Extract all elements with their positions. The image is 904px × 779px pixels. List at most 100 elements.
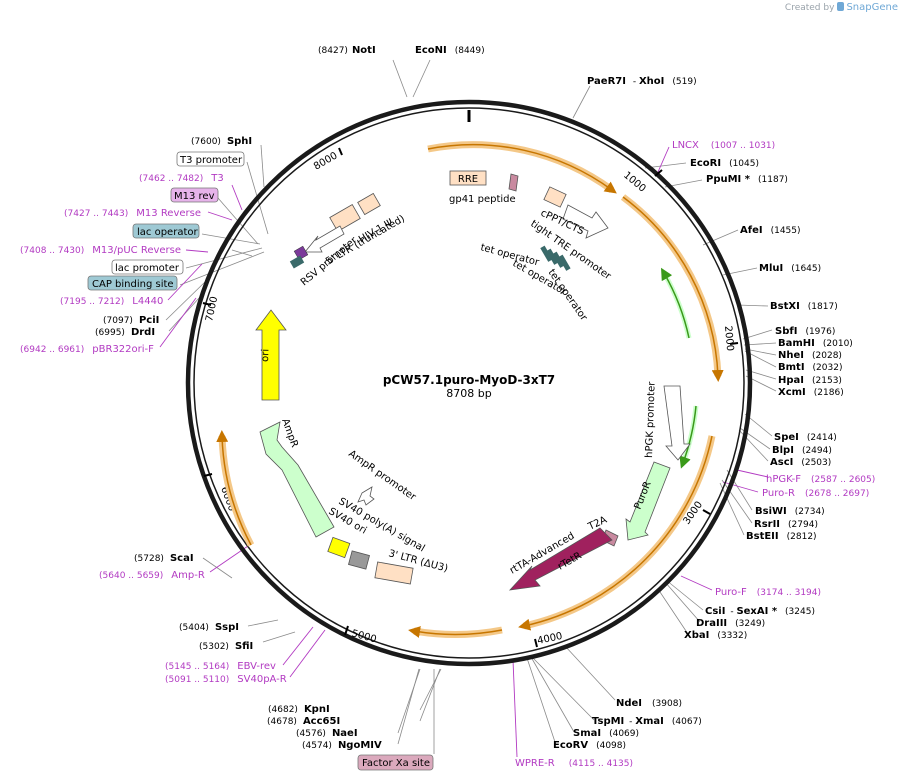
ampr-promoter-arrow xyxy=(357,486,375,506)
tick-1000: 1000 xyxy=(621,170,648,195)
enzyme-nhei: NheI(2028) xyxy=(778,350,842,361)
enzyme-sbfi: SbfI(1976) xyxy=(775,326,835,337)
enzyme-afei: AfeI(1455) xyxy=(740,225,801,236)
gp41-arrow xyxy=(508,173,519,192)
label-lac-operator: lac operator xyxy=(137,227,198,238)
primer-t3: (7462 .. 7482)T3 xyxy=(139,173,224,184)
enzyme-naei: (4576)NaeI xyxy=(296,728,358,739)
backbone-inner-ring xyxy=(193,107,745,659)
tick-7000: 7000 xyxy=(204,295,220,322)
backbone-ring xyxy=(185,99,753,667)
primer-puror: Puro-R(2678 .. 2697) xyxy=(762,488,869,499)
tre-arrow xyxy=(562,204,609,239)
enzyme-blpi: BlpI(2494) xyxy=(772,445,832,456)
enzyme-ecori: EcoRI(1045) xyxy=(690,158,759,169)
enzyme-ecorv: EcoRV(4098) xyxy=(553,740,626,751)
enzyme-labels: (8427)NotI EcoNI(8449) PaeR7I - XhoI(519… xyxy=(95,45,853,751)
puror-arrow xyxy=(625,461,671,541)
hpgk-arrow xyxy=(663,385,691,461)
primer-lncx: LNCX(1007 .. 1031) xyxy=(672,140,775,151)
enzyme-rsrii: RsrII(2794) xyxy=(754,519,818,530)
primer-sv40par: (5091 .. 5110)SV40pA-R xyxy=(165,674,287,685)
enzyme-draiii: DraIII(3249) xyxy=(696,618,765,629)
ltr3-box xyxy=(374,561,414,585)
feature-amprprom: AmpR promoter xyxy=(346,448,418,503)
hiv-psi-box xyxy=(357,192,381,216)
primer-ampr: (5640 .. 5659)Amp-R xyxy=(99,570,205,581)
enzyme-hpai: HpaI(2153) xyxy=(778,375,842,386)
green-arcs xyxy=(661,267,699,469)
cppt-box xyxy=(543,186,567,208)
feature-ampr: AmpR xyxy=(279,417,300,449)
enzyme-tspmi: TspMI - XmaI(4067) xyxy=(592,716,702,727)
tet-operators xyxy=(540,245,571,271)
primer-hpgkf: hPGK-F(2587 .. 2605) xyxy=(766,474,875,485)
sv40-polya-box xyxy=(348,550,370,570)
leader-lines xyxy=(165,59,777,754)
enzyme-acc65i: (4678)Acc65I xyxy=(267,716,340,727)
label-cap-site: CAP binding site xyxy=(92,279,174,290)
primer-purof: Puro-F(3174 .. 3194) xyxy=(715,587,821,598)
ticks xyxy=(202,147,739,648)
tick-labels: 1000 2000 3000 4000 5000 6000 7000 8000 xyxy=(204,150,735,647)
enzyme-spei: SpeI(2414) xyxy=(774,432,837,443)
enzyme-xcmi: XcmI(2186) xyxy=(778,387,844,398)
enzyme-ppumi: PpuMI *(1187) xyxy=(706,174,788,185)
ltr5-box xyxy=(329,204,361,232)
label-m13-rev: M13 rev xyxy=(174,191,215,202)
primer-wprer: WPRE-R(4115 .. 4135) xyxy=(515,758,633,769)
credit-prefix: Created by xyxy=(784,3,835,13)
plasmid-name: pCW57.1puro-MyoD-3xT7 xyxy=(383,373,555,387)
enzyme-csii: CsiI - SexAI *(3245) xyxy=(705,606,815,617)
rsv-small-box xyxy=(293,245,309,261)
enzyme-paer7i: PaeR7I - XhoI(519) xyxy=(587,76,697,87)
primer-leaders xyxy=(159,146,769,758)
enzyme-sspi: (5404)SspI xyxy=(179,622,239,633)
snapgene-credit: Created by SnapGene xyxy=(785,2,898,13)
orf-arcs xyxy=(216,141,724,638)
primer-m13puc: (7408 .. 7430)M13/pUC Reverse xyxy=(20,245,181,256)
enzyme-bsteii: BstEII(2812) xyxy=(746,531,817,542)
enzyme-smai: SmaI(4069) xyxy=(573,728,639,739)
enzyme-scai: (5728)ScaI xyxy=(134,553,194,564)
enzyme-bstxi: BstXI(1817) xyxy=(770,301,838,312)
ampr-arrow xyxy=(259,421,335,538)
ori-arrow xyxy=(255,309,287,401)
feature-tet3: tet operator xyxy=(546,267,590,323)
credit-brand: SnapGene xyxy=(846,2,898,13)
primer-labels: LNCX(1007 .. 1031) hPGK-F(2587 .. 2605) … xyxy=(20,140,875,769)
snapgene-logo-icon xyxy=(837,2,845,11)
enzyme-mlui: MluI(1645) xyxy=(759,263,821,274)
enzyme-sphi: (7600)SphI xyxy=(191,136,252,147)
primer-l4440: (7195 .. 7212)L4440 xyxy=(60,296,163,307)
enzyme-ndei: NdeI(3908) xyxy=(616,698,682,709)
rsv-small-box-2 xyxy=(289,255,305,269)
enzyme-bmti: BmtI(2032) xyxy=(778,362,842,373)
primer-ebvrev: (5145 .. 5164)EBV-rev xyxy=(165,661,276,672)
rsv-arrow xyxy=(304,225,345,253)
enzyme-xbai: XbaI(3332) xyxy=(684,630,747,641)
primer-pbr322: (6942 .. 6961)pBR322ori-F xyxy=(20,344,154,355)
enzyme-ngomiv: (4574)NgoMIV xyxy=(302,740,382,751)
enzyme-sfii: (5302)SfiI xyxy=(199,641,253,652)
enzyme-kpni: (4682)KpnI xyxy=(268,704,330,715)
plasmid-size: 8708 bp xyxy=(446,387,491,400)
label-factor-xa: Factor Xa site xyxy=(362,758,430,769)
enzyme-bamhi: BamHI(2010) xyxy=(778,338,853,349)
label-t3-promoter: T3 promoter xyxy=(179,155,243,166)
primer-m13rev: (7427 .. 7443)M13 Reverse xyxy=(64,208,201,219)
feature-shapes xyxy=(255,170,691,591)
label-lac-promoter: lac promoter xyxy=(115,263,180,274)
enzyme-drdi: (6995)DrdI xyxy=(95,327,155,338)
enzyme-econi: EcoNI(8449) xyxy=(415,45,485,56)
feature-rre: RRE xyxy=(458,174,478,185)
feature-hpgk: hPGK promoter xyxy=(644,381,658,458)
feature-gp41: gp41 peptide xyxy=(449,194,516,205)
sv40-ori-box xyxy=(327,536,351,559)
feature-ori: ori xyxy=(260,349,271,362)
tick-2000: 2000 xyxy=(722,325,735,351)
enzyme-asci: AscI(2503) xyxy=(770,457,831,468)
enzyme-pcii: (7097)PciI xyxy=(103,315,159,326)
tick-4000: 4000 xyxy=(536,631,563,647)
